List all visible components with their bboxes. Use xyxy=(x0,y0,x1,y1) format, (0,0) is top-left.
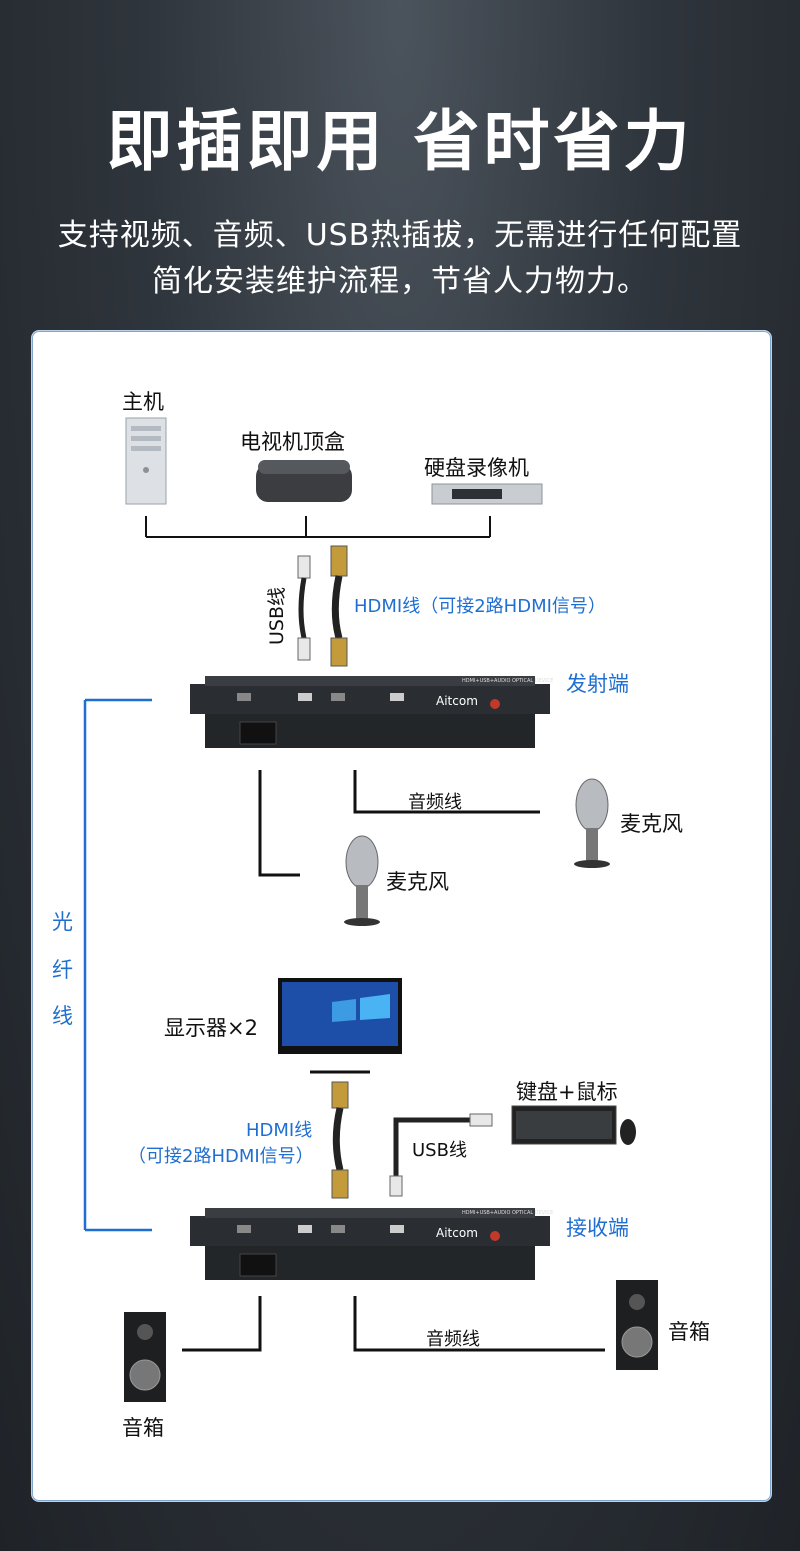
mic-right-label: 麦克风 xyxy=(620,812,683,836)
dvr-icon xyxy=(431,483,543,505)
settop-box-label: 电视机顶盒 xyxy=(240,430,345,454)
rx-audio-cable-label: 音频线 xyxy=(426,1329,480,1350)
rx-usb-cable-icon xyxy=(389,1113,493,1197)
usb-cable-label: USB线 xyxy=(266,586,288,645)
speaker-right-label: 音箱 xyxy=(668,1320,710,1344)
subtitle-line-1: 支持视频、音频、USB热插拔，无需进行任何配置 xyxy=(57,218,743,253)
rx-hdmi-label-2: （可接2路HDMI信号） xyxy=(128,1146,314,1167)
source-bracket xyxy=(145,516,491,538)
tx-brand: Aitcom xyxy=(436,694,478,708)
settop-box-icon xyxy=(256,460,352,502)
mic-left-icon xyxy=(344,835,380,926)
rx-model: HDMI+USB+AUDIO OPTICAL DEVICE xyxy=(462,1210,554,1216)
fiber-label-2: 纤 xyxy=(52,958,73,982)
fiber-label-1: 光 xyxy=(52,910,73,934)
host-label: 主机 xyxy=(122,390,164,414)
monitor-icon xyxy=(278,978,402,1074)
monitor-label: 显示器×2 xyxy=(164,1016,258,1040)
dvr-label: 硬盘录像机 xyxy=(424,456,529,480)
rx-hdmi-label-1: HDMI线 xyxy=(246,1120,313,1141)
pc-tower-icon xyxy=(125,417,167,505)
fiber-label-3: 线 xyxy=(52,1004,73,1028)
speaker-left-label: 音箱 xyxy=(122,1416,164,1440)
rx-usb-label: USB线 xyxy=(412,1140,467,1161)
transmitter-device xyxy=(190,676,550,748)
rx-hdmi-cable-icon xyxy=(331,1081,349,1199)
receiver-label: 接收端 xyxy=(566,1216,629,1240)
receiver-device xyxy=(190,1208,550,1280)
tx-audio-cables xyxy=(258,770,540,877)
hdmi-cable-label: HDMI线（可接2路HDMI信号） xyxy=(354,596,606,617)
hdmi-cable-icon xyxy=(330,545,348,667)
tx-model: HDMI+USB+AUDIO OPTICAL DEVICE xyxy=(462,678,554,684)
usb-cable-icon xyxy=(297,555,311,661)
mic-left-label: 麦克风 xyxy=(386,870,449,894)
fiber-line xyxy=(83,698,152,1232)
rx-audio-cables xyxy=(182,1296,605,1352)
speaker-right-icon xyxy=(616,1280,658,1370)
mic-right-icon xyxy=(574,778,610,868)
tx-audio-cable-label: 音频线 xyxy=(408,792,462,813)
keyboard-mouse-label: 键盘+鼠标 xyxy=(516,1080,618,1104)
speaker-left-icon xyxy=(124,1312,166,1402)
page-title: 即插即用 省时省力 xyxy=(106,103,694,180)
transmitter-label: 发射端 xyxy=(566,672,629,696)
keyboard-mouse-icon xyxy=(511,1105,636,1145)
subtitle-line-2: 简化安装维护流程，节省人力物力。 xyxy=(152,264,648,299)
rx-brand: Aitcom xyxy=(436,1226,478,1240)
